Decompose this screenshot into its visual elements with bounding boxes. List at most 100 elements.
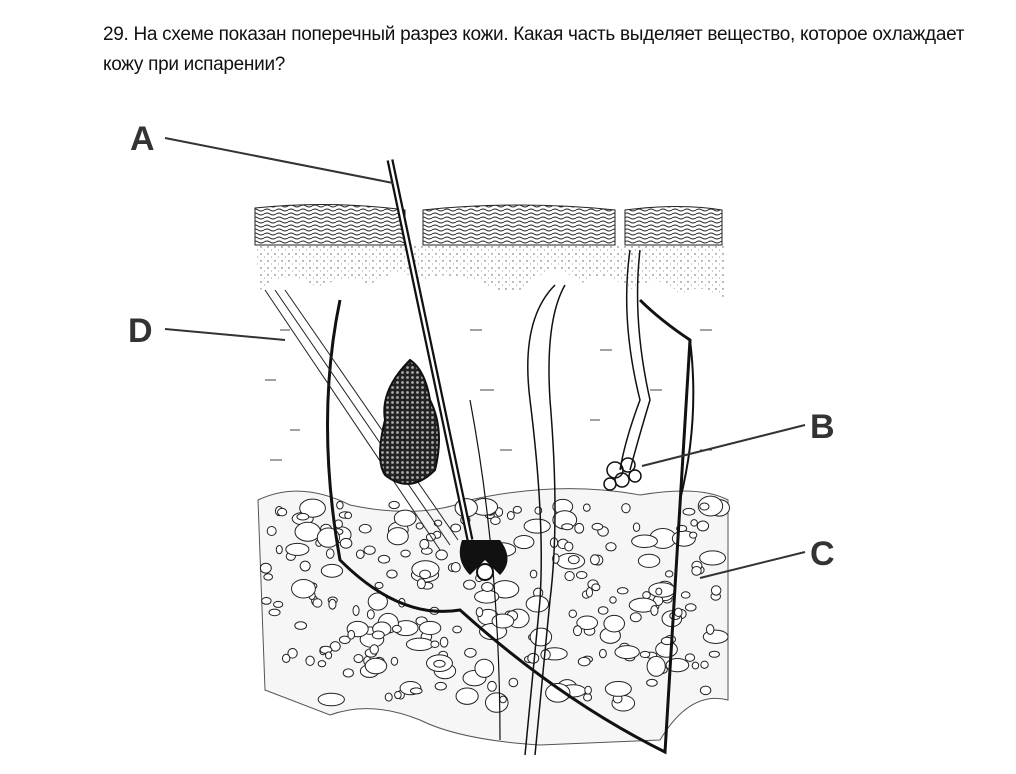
fat-cell [339, 537, 353, 549]
fat-cell [646, 655, 666, 677]
fat-cell [371, 630, 385, 640]
fat-cell [499, 695, 507, 704]
fat-cell [305, 655, 315, 666]
fat-cell [577, 656, 591, 667]
fat-cell [699, 685, 712, 696]
fat-cell [291, 578, 316, 599]
fat-cell [261, 597, 272, 605]
fat-cell [363, 545, 376, 555]
sebaceous-gland [379, 358, 440, 485]
fat-cell [545, 683, 571, 703]
nerves-and-vessels [326, 249, 695, 756]
fat-cell [585, 587, 594, 598]
fat-cell [400, 549, 411, 558]
fat-cell [390, 656, 399, 666]
label-a: A [130, 120, 155, 158]
question-text: 29. На схеме показан поперечный разрез к… [103, 20, 983, 80]
fat-cell [614, 645, 640, 660]
fat-cell [342, 668, 354, 678]
fat-cell [369, 644, 379, 655]
fat-cell [316, 527, 341, 548]
fat-cell [629, 612, 642, 623]
fat-cell [684, 603, 697, 612]
fat-cell [374, 581, 384, 589]
fat-cell [574, 522, 585, 534]
fat-cell [294, 521, 321, 542]
fat-cell [525, 595, 550, 613]
fat-cell [684, 653, 696, 662]
fat-cell [646, 678, 658, 687]
fat-cell [391, 624, 402, 633]
fat-cell [682, 507, 696, 516]
fat-cell [277, 507, 288, 517]
fat-cell [474, 658, 495, 678]
label-c: C [810, 535, 835, 573]
fat-cell [691, 661, 700, 670]
fat-cell [690, 519, 698, 527]
fat-cell [285, 542, 310, 556]
fat-cell [419, 538, 430, 550]
question-number: 29. [103, 24, 129, 45]
fat-cell [418, 620, 442, 636]
fat-cell [317, 660, 327, 668]
fat-cell [435, 549, 448, 561]
fat-cell [527, 652, 540, 664]
fat-cell [609, 596, 617, 604]
question-body: На схеме показан поперечный разрез кожи.… [103, 24, 965, 75]
fat-cell [463, 579, 476, 590]
fat-cell [621, 503, 631, 514]
epidermis [254, 203, 723, 246]
fat-cell [450, 561, 461, 573]
fat-cell [481, 582, 494, 592]
fat-cell [296, 512, 310, 521]
fat-cell [637, 553, 661, 568]
fat-cell [386, 527, 409, 546]
fat-cell [259, 562, 272, 574]
fat-cell [575, 570, 588, 580]
fat-cell [364, 657, 388, 675]
fat-layer [257, 488, 730, 746]
fat-cell [691, 565, 702, 576]
fat-cell [513, 534, 535, 550]
fat-cell [564, 570, 575, 582]
fat-cell [268, 608, 281, 617]
fat-cell [689, 531, 698, 539]
fat-cell [430, 640, 440, 648]
dermis [255, 245, 725, 461]
fat-cell [352, 605, 360, 616]
fat-cell [273, 600, 284, 608]
fat-cell [419, 569, 432, 580]
fat-cell [567, 554, 580, 565]
fat-cell [415, 522, 424, 530]
fat-cell [325, 651, 333, 660]
fat-cell [487, 680, 497, 692]
fat-cell [664, 570, 674, 578]
fat-cell [564, 541, 574, 552]
fat-cell [299, 498, 326, 518]
fat-cell [263, 573, 274, 581]
fat-cell [529, 569, 538, 579]
fat-cell [388, 500, 400, 510]
fat-cell [616, 587, 629, 595]
fat-cell [699, 550, 726, 566]
fat-cell [320, 563, 344, 578]
fat-cell [336, 500, 344, 510]
fat-cell [705, 624, 715, 635]
fat-cell [491, 613, 515, 629]
fat-cell [452, 625, 462, 634]
fat-cell [597, 606, 609, 615]
fat-cell [650, 605, 659, 616]
fat-cell [464, 647, 477, 658]
fat-cell [266, 525, 277, 537]
fat-cell [405, 637, 434, 651]
fat-cell [576, 615, 599, 630]
fat-cell [561, 523, 574, 531]
fat-cell [697, 495, 724, 517]
fat-cell [344, 511, 353, 520]
fat-cell [589, 554, 600, 566]
fat-cell [275, 544, 283, 555]
fat-cell [329, 641, 341, 652]
fat-cell [450, 523, 462, 533]
label-d: D [128, 312, 153, 350]
